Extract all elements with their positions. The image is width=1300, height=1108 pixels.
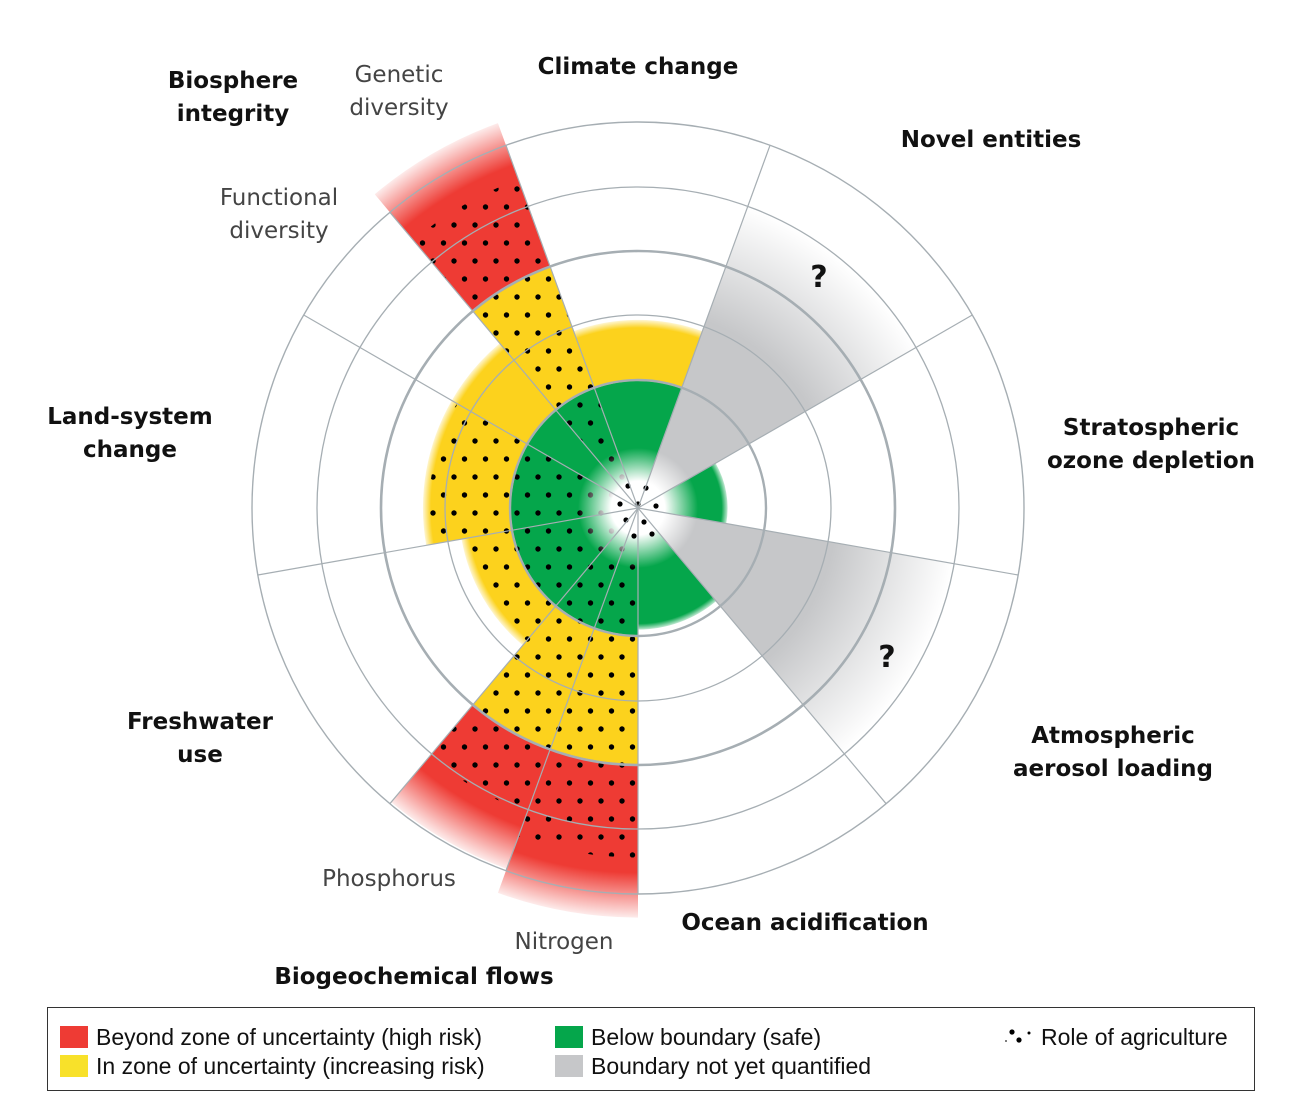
label-functional-line2: diversity bbox=[229, 218, 329, 244]
label-biogeochemical-flows: Biogeochemical flows bbox=[274, 964, 554, 990]
legend-swatch-yellow bbox=[60, 1055, 88, 1077]
sector-functional-diversity-yellow bbox=[451, 343, 557, 445]
label-genetic-line2: diversity bbox=[349, 95, 449, 121]
sector-climate-change-yellow bbox=[573, 319, 703, 389]
legend-swatch-red bbox=[60, 1026, 88, 1048]
agriculture-dot bbox=[641, 519, 647, 525]
legend-swatch-gray bbox=[555, 1055, 583, 1077]
label-climate-change: Climate change bbox=[537, 54, 739, 80]
label-land-line2: change bbox=[83, 437, 177, 463]
label-aerosol-line1: Atmospheric bbox=[1031, 723, 1195, 749]
label-biosphere-integrity: Biosphere integrity bbox=[168, 65, 298, 131]
sector-nitrogen-dots bbox=[518, 508, 638, 858]
label-novel-entities: Novel entities bbox=[900, 127, 1082, 153]
legend-label: Role of agriculture bbox=[1041, 1023, 1228, 1050]
label-aerosol-line2: aerosol loading bbox=[1012, 756, 1214, 782]
label-ocean-acidification: Ocean acidification bbox=[681, 910, 929, 936]
label-ozone-line1: Stratospheric bbox=[1062, 415, 1240, 441]
grid-spoke bbox=[389, 211, 639, 509]
legend-item-safe: Below boundary (safe) bbox=[555, 1023, 821, 1051]
grid bbox=[251, 121, 1025, 895]
legend: Beyond zone of uncertainty (high risk) I… bbox=[47, 1007, 1255, 1091]
label-biosphere-line1: Biosphere bbox=[167, 68, 299, 94]
label-functional-line1: Functional bbox=[219, 185, 339, 211]
label-functional-diversity: Functional diversity bbox=[220, 182, 338, 248]
label-biosphere-line2: integrity bbox=[176, 101, 290, 127]
sector-climate-change-green bbox=[594, 379, 682, 508]
label-ozone: Stratospheric ozone depletion bbox=[1047, 412, 1255, 478]
label-nitrogen: Nitrogen bbox=[514, 929, 614, 955]
sector-genetic-diversity-dots bbox=[413, 179, 638, 508]
agriculture-dot bbox=[631, 533, 637, 539]
legend-label: In zone of uncertainty (increasing risk) bbox=[96, 1052, 485, 1079]
grid-spoke bbox=[637, 145, 771, 509]
agriculture-dot bbox=[649, 531, 655, 537]
legend-label: Boundary not yet quantified bbox=[591, 1052, 872, 1079]
grid-spoke bbox=[303, 314, 639, 509]
unknown-mark-novel-entities: ? bbox=[810, 260, 828, 295]
dots-icon bbox=[1005, 1029, 1031, 1043]
label-freshwater-line1: Freshwater bbox=[127, 709, 273, 735]
grid-spoke bbox=[637, 314, 973, 509]
sector-novel-entities-gray bbox=[638, 207, 916, 509]
grid-spoke bbox=[389, 507, 639, 805]
label-freshwater-line2: use bbox=[177, 742, 223, 768]
legend-item-agriculture: Role of agriculture bbox=[1003, 1023, 1228, 1051]
legend-swatch-green bbox=[555, 1026, 583, 1048]
label-genetic-diversity: Genetic diversity bbox=[349, 59, 448, 125]
grid-spoke bbox=[505, 507, 639, 871]
grid-spoke bbox=[505, 145, 639, 509]
grid-spoke bbox=[637, 507, 1019, 576]
agriculture-dot bbox=[617, 501, 623, 507]
sector-phosphorus-dots bbox=[429, 508, 638, 813]
grid-spoke bbox=[637, 507, 887, 805]
label-genetic-line1: Genetic bbox=[354, 62, 444, 88]
unknown-mark-aerosol: ? bbox=[878, 640, 896, 675]
legend-label: Beyond zone of uncertainty (high risk) bbox=[96, 1023, 483, 1050]
label-land-line1: Land-system bbox=[47, 404, 213, 430]
legend-item-increasing-risk: In zone of uncertainty (increasing risk) bbox=[60, 1052, 485, 1080]
legend-item-high-risk: Beyond zone of uncertainty (high risk) bbox=[60, 1023, 482, 1051]
label-freshwater: Freshwater use bbox=[127, 706, 273, 772]
label-ozone-line2: ozone depletion bbox=[1046, 448, 1256, 474]
label-aerosol: Atmospheric aerosol loading bbox=[1013, 720, 1213, 786]
label-land-system: Land-system change bbox=[47, 401, 213, 467]
sector-aerosol-gray bbox=[638, 508, 954, 754]
agriculture-dot bbox=[653, 503, 659, 509]
grid-spoke bbox=[257, 507, 639, 576]
label-phosphorus: Phosphorus bbox=[322, 866, 456, 892]
legend-item-not-quantified: Boundary not yet quantified bbox=[555, 1052, 871, 1080]
legend-label: Below boundary (safe) bbox=[591, 1023, 822, 1050]
